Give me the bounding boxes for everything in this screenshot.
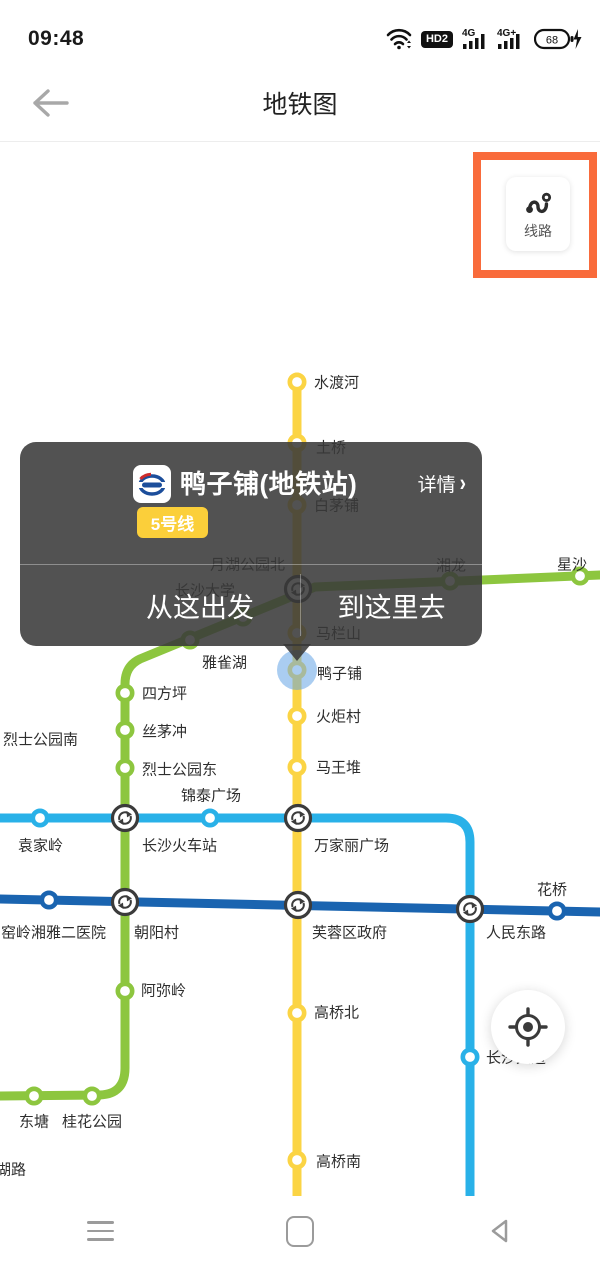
locate-target-icon [508,1007,548,1047]
station-label: 星沙 [557,557,587,574]
lines-button-label: 线路 [524,222,552,239]
battery-percent-label: 68 [546,35,558,47]
station-label: 东塘 [19,1114,49,1131]
station-marker[interactable] [30,808,50,828]
bottom-nav [0,1196,600,1266]
station-label: 锦泰广场 [181,788,241,805]
station-marker[interactable] [115,720,135,740]
station-marker[interactable] [115,683,135,703]
header: 地铁图 [0,64,600,142]
popup-button-divider [300,574,301,636]
station-label: 四方坪 [142,686,187,703]
nav-menu-button[interactable] [70,1206,130,1256]
station-label: 人民东路 [486,925,546,942]
charging-bolt-icon [573,29,582,49]
status-bar: 09:48 HD2 4G 4G+ 68 [0,0,600,64]
station-label: 火炬村 [316,709,361,726]
interchange-marker[interactable] [110,887,140,917]
home-icon [286,1215,314,1247]
back-button[interactable] [26,80,74,126]
station-label: 高桥北 [314,1005,359,1022]
station-label: 高桥南 [316,1154,361,1171]
station-marker[interactable] [287,1150,307,1170]
station-marker[interactable] [115,758,135,778]
route-icon [526,192,552,213]
line-badge: 5号线 [137,507,208,538]
station-marker[interactable] [200,808,220,828]
station-label: 朝阳村 [134,925,179,942]
station-marker[interactable] [287,757,307,777]
lines-button-highlight-box [473,152,597,278]
chevron-right-icon: › [459,469,466,496]
station-label: 花桥 [537,882,567,899]
station-marker[interactable] [24,1086,44,1106]
station-label: 湖路 [0,1162,26,1179]
station-label: 芙蓉区政府 [312,925,387,942]
station-marker[interactable] [570,566,590,586]
popup-station-title: 鸭子铺(地铁站) [180,469,358,499]
nav-back-button[interactable] [470,1206,530,1256]
station-marker[interactable] [82,1086,102,1106]
interchange-marker[interactable] [283,803,313,833]
hd-badge: HD2 [420,30,453,48]
station-label: 烈士公园南 [3,732,78,749]
station-label: 万家丽广场 [314,838,389,855]
station-label: 雅雀湖 [202,655,247,672]
wifi-icon [386,28,412,50]
svg-text:4G+: 4G+ [497,28,516,39]
station-marker[interactable] [287,372,307,392]
station-marker[interactable] [287,1003,307,1023]
cyan-line [0,813,475,1202]
interchange-marker[interactable] [455,894,485,924]
station-marker[interactable] [287,706,307,726]
station-marker[interactable] [115,981,135,1001]
go-to-here-button[interactable]: 到这里去 [337,592,446,623]
station-label: 烈士公园东 [142,762,217,779]
signal-4gplus-icon: 4G+ [497,28,520,49]
station-label: 马王堆 [316,760,361,777]
station-label: 桂花公园 [62,1114,122,1131]
interchange-marker[interactable] [110,803,140,833]
depart-from-here-button[interactable]: 从这出发 [146,592,254,623]
metro-logo-icon [133,465,171,503]
svg-text:4G: 4G [462,28,476,39]
locate-button[interactable] [491,990,565,1064]
popup-pointer [283,644,311,661]
page-title: 地铁图 [262,90,338,119]
station-label: 鸭子铺 [317,666,362,683]
details-label: 详情 [417,475,456,496]
battery-indicator: 68 [534,28,582,50]
station-popup: 鸭子铺(地铁站) 详情 › 5号线 从这出发 到这里去 [20,442,482,646]
back-triangle-icon [491,1219,508,1243]
lines-button[interactable]: 线路 [506,177,570,251]
station-marker[interactable] [39,890,59,910]
station-label: 丝茅冲 [142,724,187,741]
station-label: 长沙火车站 [142,838,217,855]
station-marker[interactable] [547,901,567,921]
station-label: 阿弥岭 [141,982,186,1000]
nav-home-button[interactable] [270,1206,330,1256]
signal-4g-icon: 4G [462,28,485,49]
clock-label: 09:48 [28,27,85,50]
station-marker[interactable] [460,1047,480,1067]
station-label: 窑岭湘雅二医院 [1,924,106,942]
back-arrow-icon [33,89,69,117]
station-label: 袁家岭 [18,838,63,855]
popup-details-link[interactable]: 详情 › [418,470,466,497]
interchange-marker[interactable] [283,890,313,920]
menu-icon [86,1221,114,1241]
station-label: 水渡河 [314,375,359,392]
popup-divider [20,564,482,565]
